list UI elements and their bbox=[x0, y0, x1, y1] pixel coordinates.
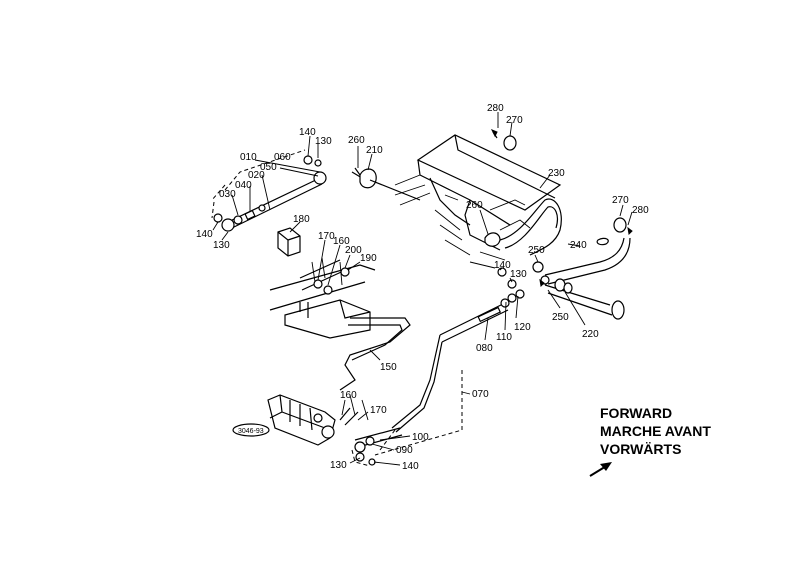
label-210: 210 bbox=[366, 145, 383, 156]
clip-260 bbox=[351, 167, 421, 201]
label-120: 120 bbox=[514, 322, 531, 333]
reference-stamp: 3046-93 bbox=[232, 423, 270, 437]
label-250-bottom: 250 bbox=[552, 312, 569, 323]
label-140-mid: 140 bbox=[494, 260, 511, 271]
label-270-right: 270 bbox=[612, 195, 629, 206]
cap-270-top bbox=[490, 129, 517, 151]
label-170-mid: 170 bbox=[318, 231, 335, 242]
label-090: 090 bbox=[396, 445, 413, 456]
label-250-top: 250 bbox=[528, 245, 545, 256]
direction-line-1: FORWARD bbox=[600, 405, 672, 421]
label-130-lower: 130 bbox=[330, 460, 347, 471]
label-150: 150 bbox=[380, 362, 397, 373]
label-280-top: 280 bbox=[487, 103, 504, 114]
label-140-left: 140 bbox=[196, 229, 213, 240]
shaft-220 bbox=[544, 278, 625, 320]
clip-260-lower bbox=[484, 232, 501, 247]
label-130-mid: 130 bbox=[510, 269, 527, 280]
label-050: 050 bbox=[260, 162, 277, 173]
pipe-240 bbox=[544, 237, 631, 285]
main-housing bbox=[394, 134, 562, 269]
direction-legend: FORWARD MARCHE AVANT VORWÄRTS bbox=[589, 405, 711, 477]
label-020: 020 bbox=[248, 170, 265, 181]
part-labels: 280 270 260 210 140 130 010 060 050 020 … bbox=[196, 103, 649, 472]
label-260-top: 260 bbox=[348, 135, 365, 146]
label-170-lower: 170 bbox=[370, 405, 387, 416]
label-060: 060 bbox=[274, 152, 291, 163]
label-040: 040 bbox=[235, 180, 252, 191]
rod-150 bbox=[339, 317, 411, 391]
linkage-upper-left bbox=[211, 149, 327, 232]
forward-arrow-icon bbox=[589, 462, 612, 477]
label-180: 180 bbox=[293, 214, 310, 225]
rod-080 bbox=[391, 267, 525, 433]
label-220: 220 bbox=[582, 329, 599, 340]
label-130-left: 130 bbox=[213, 240, 230, 251]
label-110: 110 bbox=[496, 332, 512, 343]
label-230: 230 bbox=[548, 168, 565, 179]
stamp-text: 3046-93 bbox=[238, 428, 264, 435]
linkage-middle bbox=[269, 257, 376, 339]
clamp-250 bbox=[532, 261, 550, 288]
hose-230 bbox=[499, 198, 562, 256]
direction-line-2: MARCHE AVANT bbox=[600, 423, 711, 439]
label-140-top: 140 bbox=[299, 127, 316, 138]
bracket-070 bbox=[374, 370, 463, 456]
label-160-lower: 160 bbox=[340, 390, 357, 401]
label-130-top: 130 bbox=[315, 136, 332, 147]
label-140-lower: 140 bbox=[402, 461, 419, 472]
leader-lines bbox=[212, 112, 633, 466]
bracket-180 bbox=[277, 227, 301, 257]
direction-line-3: VORWÄRTS bbox=[600, 441, 681, 457]
label-070: 070 bbox=[472, 389, 489, 400]
label-080: 080 bbox=[476, 343, 493, 354]
label-190: 190 bbox=[360, 253, 377, 264]
label-280-right: 280 bbox=[632, 205, 649, 216]
cap-270-right bbox=[596, 217, 633, 246]
label-260-mid: 260 bbox=[466, 200, 483, 211]
label-160-mid: 160 bbox=[333, 236, 350, 247]
label-240: 240 bbox=[570, 240, 587, 251]
lower-assembly bbox=[267, 394, 403, 467]
label-200: 200 bbox=[345, 245, 362, 256]
label-030: 030 bbox=[219, 189, 236, 200]
label-100: 100 bbox=[412, 432, 429, 443]
label-010: 010 bbox=[240, 152, 257, 163]
label-270-top: 270 bbox=[506, 115, 523, 126]
